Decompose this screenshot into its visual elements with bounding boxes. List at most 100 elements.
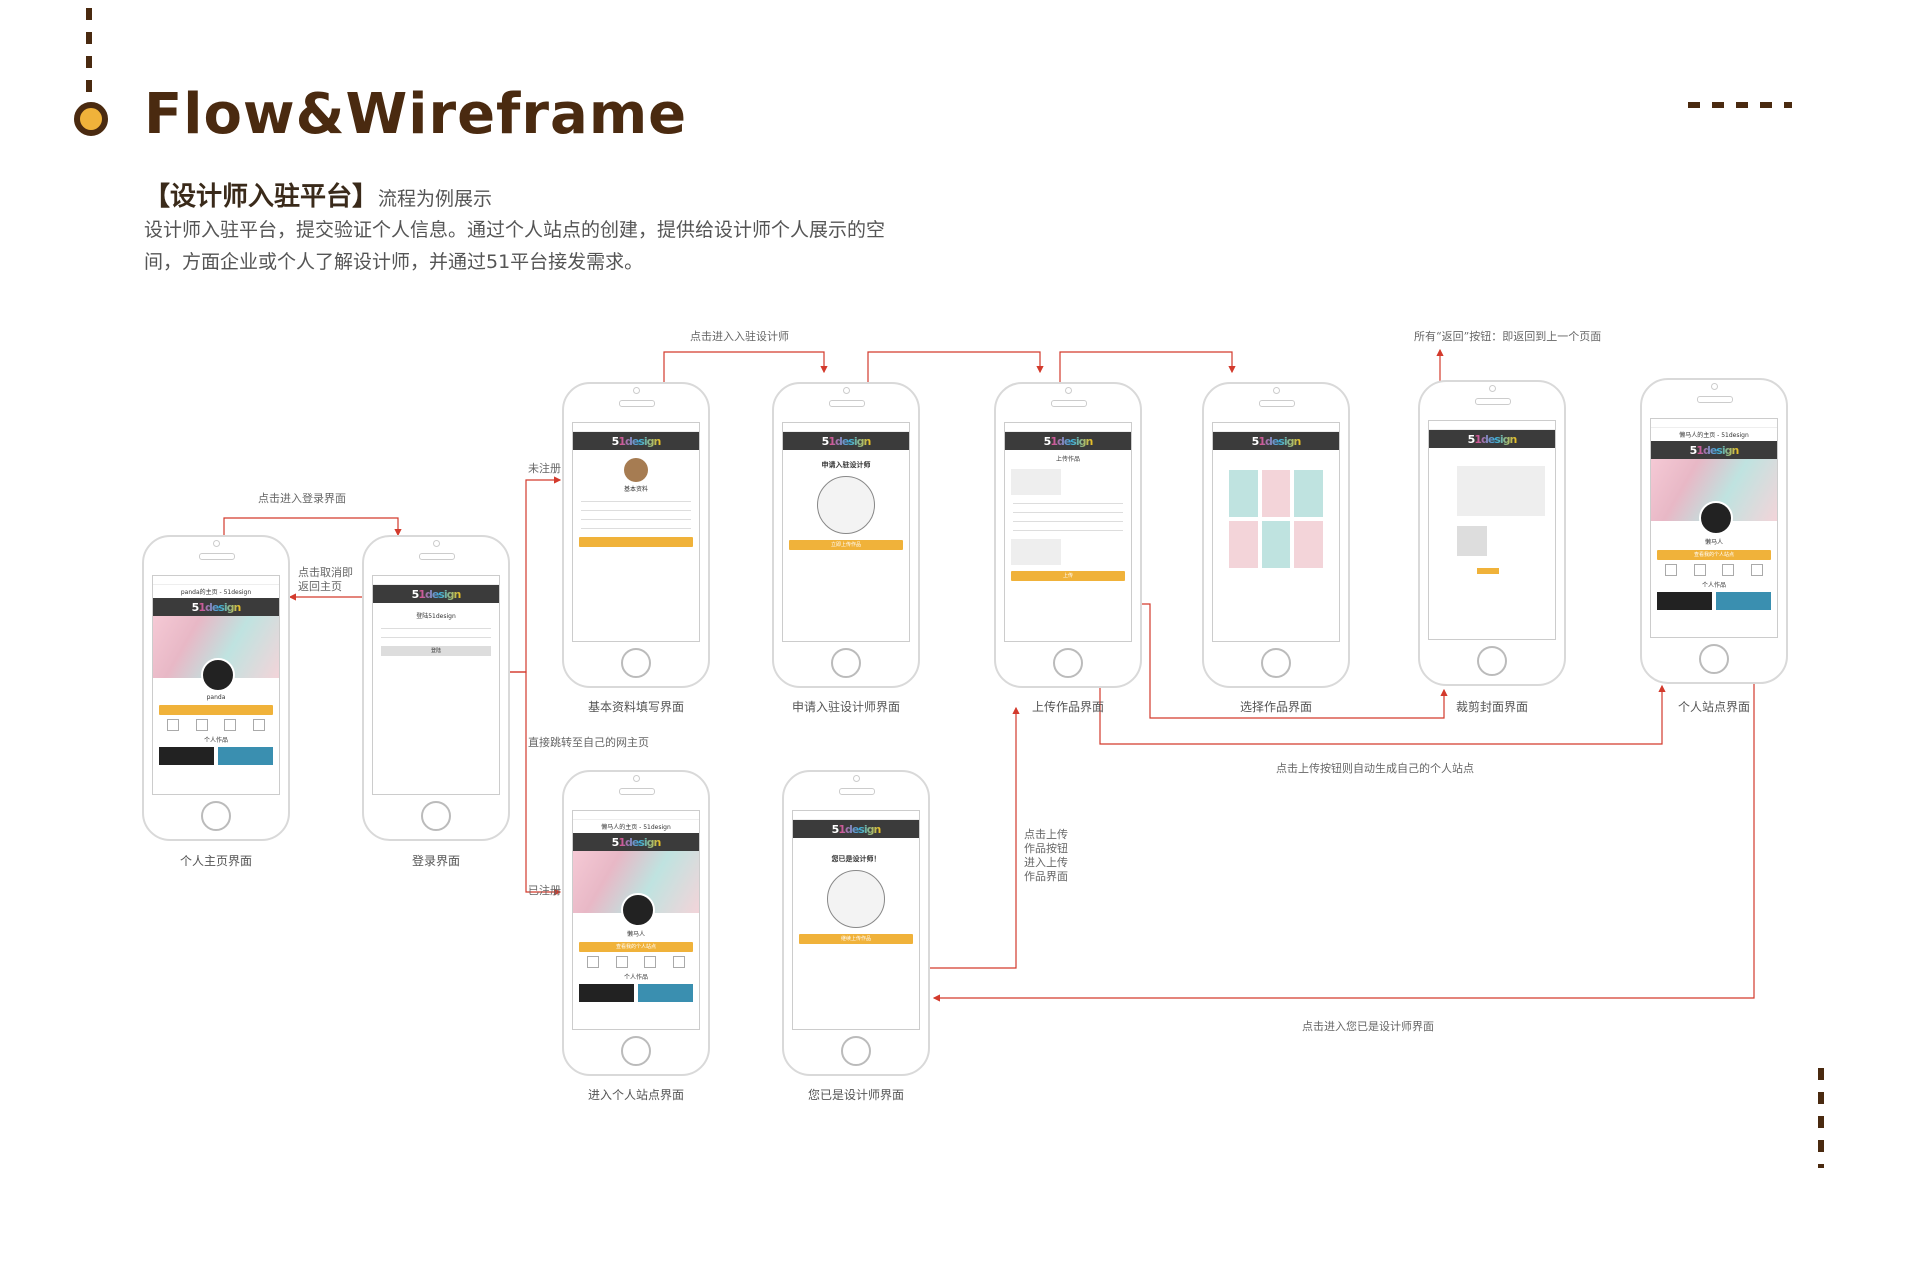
next-button[interactable] [579,537,693,547]
screen-already-designer: 51design 您已是设计师！ 继续上传作品 [792,810,920,1030]
decorative-dashes-top-left [86,8,92,94]
crop-area[interactable] [1457,466,1545,516]
note-auto-generate: 点击上传按钮则自动生成自己的个人站点 [1276,762,1474,775]
decorative-dashes-top-right [1688,102,1792,108]
phone-already-designer: 51design 您已是设计师！ 继续上传作品 [782,770,930,1076]
site-icon-row [579,956,693,968]
upload-cover-slot[interactable] [1011,539,1061,565]
site-works-thumbs [1657,592,1771,610]
label-profile-home: 个人主页界面 [179,854,252,868]
home-button [621,1036,651,1066]
site-hero-image [1651,459,1777,535]
phone-profile-home: panda的主页 - 51design 51design panda 个人作品 [142,535,290,841]
note-jump-home: 直接跳转至自己的网主页 [528,736,649,749]
note-cancel-back: 点击取消即返回主页 [298,566,353,593]
note-enter-already: 点击进入您已是设计师界面 [1302,1020,1434,1033]
upload-button[interactable]: 上传 [1011,571,1125,581]
site-action-button[interactable]: 查看我的个人站点 [579,942,693,952]
handshake-icon [827,870,885,928]
profile-works-heading: 个人作品 [203,737,228,744]
note-registered: 已注册 [528,884,561,897]
home-button [831,648,861,678]
avatar[interactable] [1699,501,1733,535]
phone-select-works: 51design [1202,382,1350,688]
phone-upload-works: 51design 上传作品 上传 [994,382,1142,688]
site-page-title: 懒马人的主页 - 51design [1679,432,1749,439]
label-personal-site: 个人站点界面 [1677,700,1750,714]
note-back-rule: 所有“返回”按钮：即返回到上一个页面 [1414,330,1602,343]
app-navbar: 51design [1429,430,1555,448]
upload-title: 上传作品 [1055,456,1080,463]
continue-upload-button[interactable]: 继续上传作品 [799,934,913,944]
app-navbar: 51design [1651,441,1777,459]
basic-info-title: 基本资料 [623,486,648,493]
site-works-thumbs [579,984,693,1002]
screen-apply-designer: 51design 申请入驻设计师 立即上传作品 [782,422,910,642]
app-navbar: 51design [783,432,909,450]
handshake-icon [817,476,875,534]
login-button[interactable]: 登陆 [381,646,491,656]
section-subtitle: 【设计师入驻平台】流程为例展示 [144,176,492,213]
site-icon-row [1657,564,1771,576]
home-button [1477,646,1507,676]
site-page-title: 懒马人的主页 - 51design [601,824,671,831]
app-logo: 51design [191,601,242,614]
screen-crop: 51design [1428,420,1556,640]
label-apply-designer: 申请入驻设计师界面 [791,700,900,714]
profile-action-button[interactable] [159,705,273,715]
avatar[interactable] [624,458,648,482]
app-navbar: 51design [1005,432,1131,450]
label-crop: 裁剪封面界面 [1455,700,1528,714]
phone-enter-site: 懒马人的主页 - 51design 51design 懒马人 查看我的个人站点 … [562,770,710,1076]
app-navbar: 51design [573,833,699,851]
username-field[interactable] [381,628,491,629]
home-button [1261,648,1291,678]
app-navbar: 51design [1213,432,1339,450]
home-button [201,801,231,831]
avatar[interactable] [201,658,235,692]
crop-dialog [1437,456,1547,586]
site-action-button[interactable]: 查看我的个人站点 [1657,550,1771,560]
password-field[interactable] [381,637,491,638]
screen-login: 51design 登陆51design 登陆 [372,575,500,795]
profile-page-title: panda的主页 - 51design [180,589,252,596]
app-navbar: 51design [573,432,699,450]
already-designer-title: 您已是设计师！ [831,855,881,863]
profile-icon-row [159,719,273,731]
home-button [421,801,451,831]
label-select-works: 选择作品界面 [1239,700,1312,714]
avatar[interactable] [621,893,655,927]
page-title: Flow&Wireframe [144,82,688,147]
login-title: 登陆51design [416,613,456,620]
home-button [841,1036,871,1066]
phone-personal-site: 懒马人的主页 - 51design 51design 懒马人 查看我的个人站点 … [1640,378,1788,684]
screen-enter-site: 懒马人的主页 - 51design 51design 懒马人 查看我的个人站点 … [572,810,700,1030]
section-description: 设计师入驻平台，提交验证个人信息。通过个人站点的创建，提供给设计师个人展示的空间… [144,219,886,273]
home-button [1699,644,1729,674]
phone-apply-designer: 51design 申请入驻设计师 立即上传作品 [772,382,920,688]
screen-profile-home: panda的主页 - 51design 51design panda 个人作品 [152,575,280,795]
screen-upload-works: 51design 上传作品 上传 [1004,422,1132,642]
label-enter-site: 进入个人站点界面 [587,1088,684,1102]
phone-crop: 51design [1418,380,1566,686]
app-logo: 51design [1689,444,1740,457]
app-navbar: 51design [793,820,919,838]
profile-hero-image [153,616,279,692]
app-navbar: 51design [153,598,279,616]
screen-personal-site: 懒马人的主页 - 51design 51design 懒马人 查看我的个人站点 … [1650,418,1778,638]
site-hero-image [573,851,699,927]
label-login: 登录界面 [411,854,460,868]
crop-preview [1457,526,1487,556]
note-enter-apply: 点击进入入驻设计师 [690,330,789,343]
home-button [621,648,651,678]
upload-image-slot[interactable] [1011,469,1061,495]
decorative-dashes-bottom-right [1818,1068,1824,1168]
apply-upload-button[interactable]: 立即上传作品 [789,540,903,550]
crop-confirm-button[interactable] [1477,568,1499,574]
app-navbar: 51design [373,585,499,603]
label-basic-info: 基本资料填写界面 [587,700,684,714]
apply-title: 申请入驻设计师 [821,461,871,469]
subtitle-main: 【设计师入驻平台】 [144,182,379,212]
note-to-login: 点击进入登录界面 [258,492,346,505]
phone-basic-info: 51design 基本资料 [562,382,710,688]
